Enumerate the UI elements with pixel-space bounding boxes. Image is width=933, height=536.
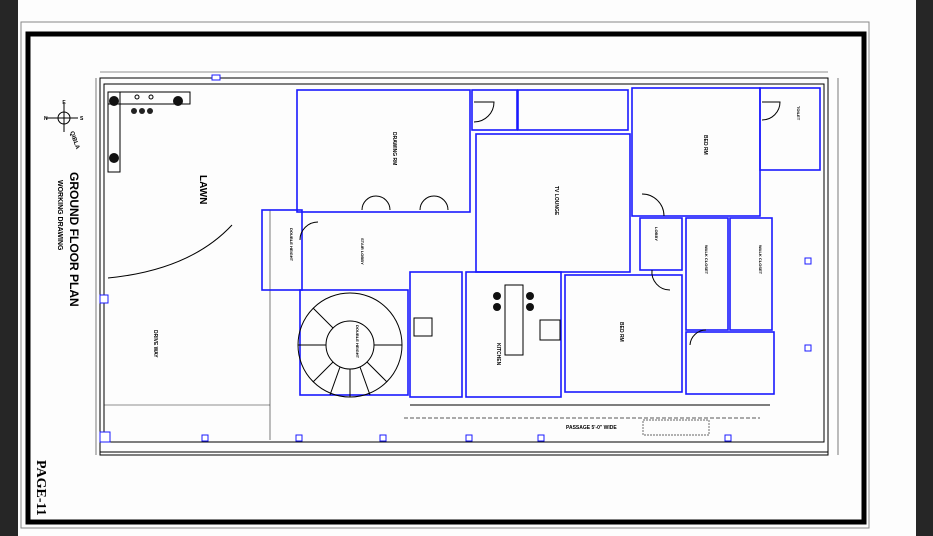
compass-e: E: [62, 100, 66, 106]
room-double-height-2: DOUBLE HEIGHT: [355, 325, 360, 359]
sheet-subtitle: WORKING DRAWING: [56, 180, 63, 251]
room-walk-closet-2: WALK CLOSET: [758, 245, 763, 275]
planters: [107, 91, 191, 173]
compass-icon: [46, 104, 78, 132]
columns: [99, 74, 812, 443]
doors: [299, 101, 781, 346]
room-walk-closet-1: WALK CLOSET: [704, 245, 709, 275]
spiral-staircase: [297, 292, 403, 398]
room-drawing: DRAWING RM: [391, 132, 397, 165]
floor-plan-drawing: E N S QIBLA GROUND FLOOR PLAN WORKING DR…: [20, 21, 870, 529]
gate-swing: [107, 224, 233, 279]
sheet-frame: [25, 31, 867, 525]
drawing-page: E N S QIBLA GROUND FLOOR PLAN WORKING DR…: [18, 0, 916, 536]
compass-n: N: [44, 116, 48, 122]
passage-label: PASSAGE 5'-0" WIDE: [566, 425, 617, 431]
note-box: [642, 419, 710, 436]
plot-boundary: [95, 71, 839, 456]
sheet-title: GROUND FLOOR PLAN: [67, 172, 81, 307]
room-kitchen: KITCHEN: [495, 343, 501, 366]
room-tv-lounge: TV LOUNGE: [553, 186, 559, 216]
qibla-label: QIBLA: [68, 131, 80, 151]
room-toilet: TOILET: [796, 106, 801, 121]
sheet-outer-border: [20, 21, 870, 529]
room-bed-2: BED RM: [618, 322, 624, 342]
room-bed-1: BED RM: [702, 135, 708, 155]
page-number: PAGE-11: [33, 460, 48, 516]
room-stair-lobby: STAIR LOBBY: [360, 238, 365, 265]
walls: [261, 87, 821, 406]
compass-s: S: [80, 116, 84, 122]
room-lobby: LOBBY: [654, 227, 659, 241]
room-double-height-1: DOUBLE HEIGHT: [289, 228, 294, 262]
kitchen-fixtures: [413, 284, 561, 356]
room-drive-way: DRIVE WAY: [152, 330, 158, 358]
room-lawn: LAWN: [197, 175, 208, 204]
